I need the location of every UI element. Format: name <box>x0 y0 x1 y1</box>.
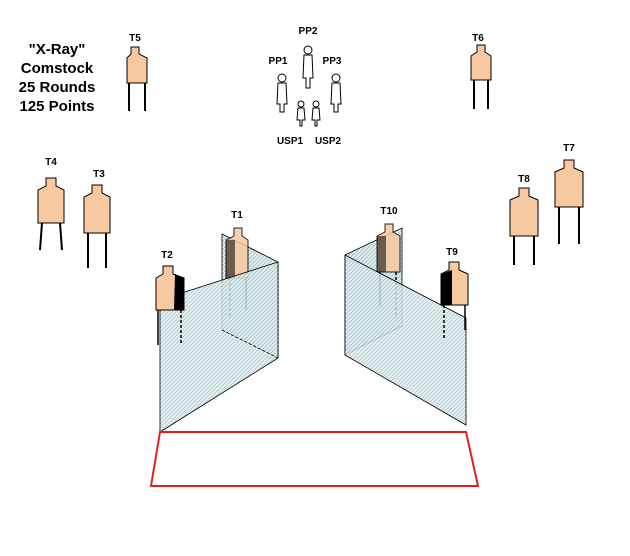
stage-info: "X-Ray" Comstock 25 Rounds 125 Points <box>19 41 96 115</box>
popper-label-pp3: PP3 <box>323 56 342 67</box>
popper-usp1 <box>296 100 306 127</box>
target-label-t8: T8 <box>518 174 530 185</box>
target-label-t7: T7 <box>563 143 575 154</box>
target-t7: T7 <box>554 143 584 244</box>
stage-title: "X-Ray" <box>29 41 86 58</box>
left-wall: T1 T2 <box>155 210 279 433</box>
target-label-t1: T1 <box>231 210 243 221</box>
right-wall: T10 T9 <box>344 206 469 426</box>
popper-label-pp2: PP2 <box>299 26 318 37</box>
target-t8: T8 <box>509 174 539 265</box>
target-label-t5: T5 <box>129 33 141 44</box>
target-label-t2: T2 <box>161 250 173 261</box>
shooting-box <box>149 431 480 487</box>
target-label-t6: T6 <box>472 33 484 44</box>
popper-pp2 <box>302 45 314 89</box>
stage-name: Comstock <box>21 60 94 77</box>
target-label-t3: T3 <box>93 169 105 180</box>
target-t2: T2 <box>155 250 185 345</box>
target-label-t4: T4 <box>45 157 57 168</box>
popper-label-pp1: PP1 <box>269 56 288 67</box>
popper-label-usp1: USP1 <box>277 136 304 147</box>
target-label-t9: T9 <box>446 247 458 258</box>
round-count: 25 Rounds <box>19 79 96 96</box>
point-count: 125 Points <box>19 98 94 115</box>
target-t9: T9 <box>440 247 469 340</box>
target-t3: T3 <box>83 169 111 268</box>
target-t4: T4 <box>37 157 65 251</box>
target-t6: T6 <box>470 33 492 109</box>
popper-pp3 <box>330 73 342 113</box>
target-t5: T5 <box>126 33 148 111</box>
popper-usp2 <box>311 100 321 127</box>
target-label-t10: T10 <box>380 206 398 217</box>
popper-group: PP2 PP1 PP3 USP1 USP2 <box>269 26 342 147</box>
popper-label-usp2: USP2 <box>315 136 342 147</box>
popper-pp1 <box>276 73 288 113</box>
